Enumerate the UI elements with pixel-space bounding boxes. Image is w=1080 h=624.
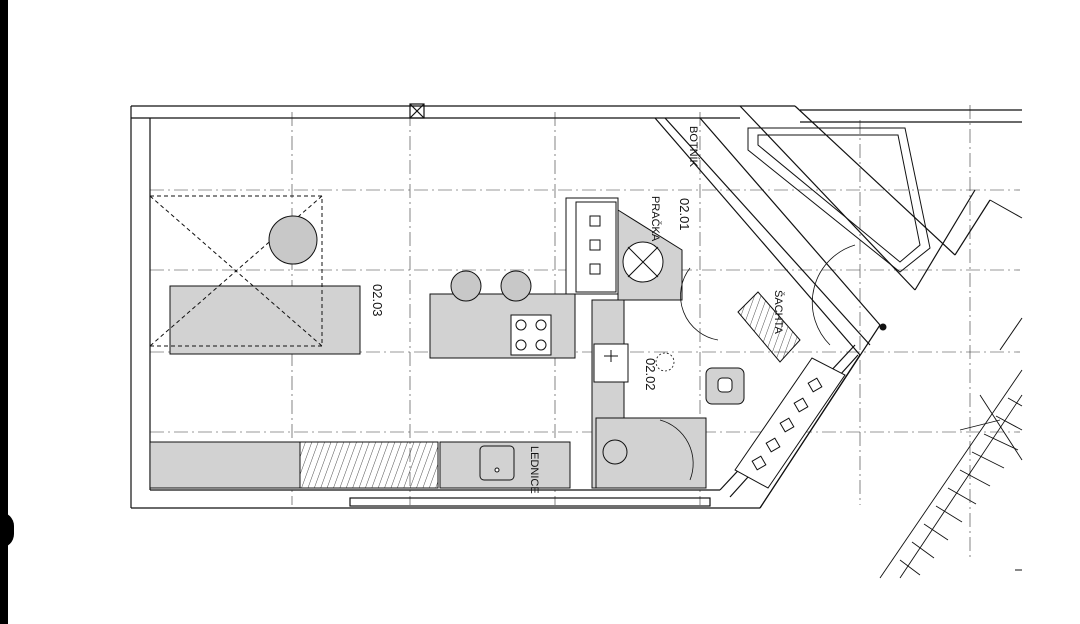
left-edge-bar [0, 0, 8, 624]
right-stubs [989, 199, 1023, 571]
sofa [169, 285, 361, 355]
label-sachta: ŠACHTA [772, 290, 785, 334]
label-pracka: PRAČKA [649, 196, 662, 242]
room-label-0202: 02.02 [643, 358, 658, 391]
round-table [268, 215, 318, 265]
wardrobe-diagonal [734, 357, 846, 489]
door-swings [655, 244, 856, 481]
room-label-0201: 02.01 [677, 198, 692, 231]
staircase [879, 369, 1023, 579]
label-lednice: LEDNICE [528, 446, 540, 494]
counter-left [149, 441, 301, 489]
room-label-0203: 02.03 [370, 284, 385, 317]
round-items [268, 215, 532, 302]
label-botnik: BOTNÍK [687, 126, 700, 168]
sinks [479, 343, 629, 481]
hatched-cabinet [299, 441, 439, 489]
shaft [737, 291, 801, 363]
washing-machine [617, 209, 683, 301]
balcony-frame [747, 127, 931, 273]
kitchen-island [429, 293, 576, 359]
wardrobe-top [565, 197, 619, 295]
toilet [705, 367, 745, 405]
left-edge-notch [0, 512, 14, 548]
bar-stool-2 [500, 270, 532, 302]
cooktop [510, 314, 552, 356]
bar-stool-1 [450, 270, 482, 302]
column-dot [879, 323, 887, 331]
